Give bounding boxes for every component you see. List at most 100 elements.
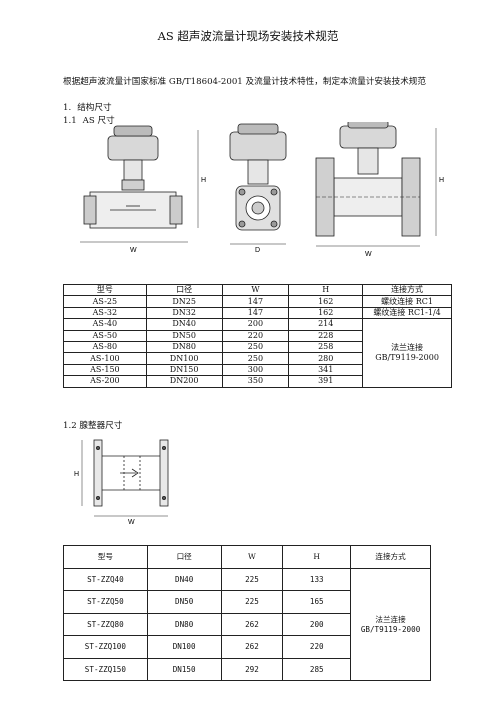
- cell-model: AS-200: [63, 375, 147, 388]
- dim-label-h-left: H: [201, 177, 206, 184]
- dim-label-w-right: W: [365, 251, 372, 258]
- dim-label-d: D: [255, 247, 260, 254]
- cell-w: 262: [220, 635, 284, 659]
- cell-connection-flange: 法兰连接 GB/T9119-2000: [350, 567, 431, 681]
- cell-caliber: DN80: [145, 340, 223, 354]
- flange-line-1: 法兰连接: [391, 342, 424, 352]
- cell-caliber: DN40: [145, 318, 223, 331]
- as-dimensions-table: 型号 口径 W H 连接方式 AS-25 DN25 147 162 螺纹连接 R…: [63, 283, 452, 388]
- as-flowmeter-drawing: W H D W H: [80, 122, 444, 258]
- document-title: AS 超声波流量计现场安装技术规范: [157, 29, 339, 43]
- cell-connection: 螺纹连接 RC1: [362, 295, 452, 308]
- table-row: ST-ZZQ50 DN50 225 165: [63, 590, 431, 614]
- cell-model: AS-32: [63, 306, 147, 320]
- section-1-1-number: 1.1: [63, 116, 77, 126]
- cell-model: AS-25: [63, 295, 147, 308]
- cell-w: 292: [220, 657, 284, 681]
- cell-caliber: DN32: [145, 306, 223, 320]
- table-row: ST-ZZQ150 DN150 292 285: [63, 657, 431, 681]
- cell-h: 280: [288, 352, 364, 365]
- cell-caliber: DN200: [145, 375, 223, 388]
- cell-h: 200: [282, 612, 352, 636]
- cell-h: 162: [288, 295, 364, 308]
- cell-w: 250: [221, 352, 290, 365]
- flange-line-2: GB/T9119-2000: [360, 625, 421, 635]
- cell-model: AS-40: [63, 318, 147, 331]
- table-row: AS-32 DN32 147 162 螺纹连接 RC1-1/4: [63, 306, 452, 320]
- cell-model: ST-ZZQ50: [63, 590, 148, 614]
- cell-caliber: DN100: [145, 352, 223, 365]
- cell-h: 391: [288, 375, 364, 388]
- cell-connection: 螺纹连接 RC1-1/4: [362, 306, 452, 320]
- cell-w: 250: [221, 340, 290, 354]
- cell-model: AS-50: [63, 329, 147, 342]
- cell-h: 258: [288, 340, 364, 354]
- cell-w: 262: [220, 612, 284, 636]
- as-flanged-view: [315, 122, 437, 247]
- table-row: AS-25 DN25 147 162 螺纹连接 RC1: [63, 295, 452, 308]
- cell-w: 147: [221, 295, 290, 308]
- cell-w: 200: [221, 318, 290, 331]
- col-header-h: H: [282, 545, 352, 569]
- col-header-caliber: 口径: [146, 545, 222, 569]
- cell-model: ST-ZZQ100: [63, 635, 148, 659]
- col-header-model: 型号: [63, 545, 148, 569]
- cell-caliber: DN50: [145, 329, 223, 342]
- cell-model: ST-ZZQ40: [63, 567, 148, 591]
- cell-caliber: DN80: [146, 612, 222, 636]
- col-header-model: 型号: [63, 283, 147, 297]
- cell-h: 220: [282, 635, 352, 659]
- cell-w: 350: [221, 375, 290, 388]
- cell-caliber: DN150: [146, 657, 222, 681]
- cell-h: 228: [288, 329, 364, 342]
- cell-model: AS-150: [63, 363, 147, 377]
- as-front-view: [80, 125, 199, 243]
- table-header-row: 型号 口径 W H 连接方式: [63, 283, 452, 297]
- col-header-w: W: [221, 283, 290, 297]
- col-header-connection: 连接方式: [362, 283, 452, 297]
- flange-line-1: 法兰连接: [375, 615, 406, 625]
- cell-h: 162: [288, 306, 364, 320]
- cell-model: AS-100: [63, 352, 147, 365]
- cell-model: ST-ZZQ80: [63, 612, 148, 636]
- dim-label-w-left: W: [130, 247, 137, 254]
- col-header-caliber: 口径: [145, 283, 223, 297]
- table-header-row: 型号 口径 W H 连接方式: [63, 545, 431, 569]
- conditioner-dimensions-table: 型号 口径 W H 连接方式 ST-ZZQ40 DN40 225 133 法兰连…: [63, 545, 431, 681]
- cell-h: 341: [288, 363, 364, 377]
- as-side-view: [229, 123, 287, 245]
- dim-label-w: W: [128, 519, 135, 526]
- cell-h: 214: [288, 318, 364, 331]
- cell-h: 285: [282, 657, 352, 681]
- col-header-h: H: [288, 283, 364, 297]
- dim-label-h-right: H: [439, 177, 444, 184]
- intro-paragraph: 根据超声波流量计国家标准 GB/T18604-2001 及流量计技术特性，制定本…: [63, 77, 426, 87]
- col-header-connection: 连接方式: [350, 545, 431, 569]
- cell-h: 133: [282, 567, 352, 591]
- cell-caliber: DN25: [145, 295, 223, 308]
- cell-caliber: DN150: [145, 363, 223, 377]
- cell-model: ST-ZZQ150: [63, 657, 148, 681]
- cell-w: 225: [220, 567, 284, 591]
- dim-label-h: H: [74, 471, 79, 478]
- table-row: AS-40 DN40 200 214 法兰连接 GB/T9119-2000: [63, 318, 452, 388]
- cell-w: 300: [221, 363, 290, 377]
- cell-connection-flange: 法兰连接 GB/T9119-2000: [362, 318, 452, 388]
- section-1-heading: 1.结构尺寸: [63, 101, 118, 113]
- table-row: AS-200 DN200 350 391: [63, 375, 452, 388]
- section-1-number: 1.: [63, 103, 72, 113]
- cell-w: 220: [221, 329, 290, 342]
- section-1-1-title: AS 尺寸: [82, 116, 115, 126]
- cell-w: 147: [221, 306, 290, 320]
- col-header-w: W: [220, 545, 284, 569]
- cell-caliber: DN50: [146, 590, 222, 614]
- cell-caliber: DN100: [146, 635, 222, 659]
- cell-model: AS-80: [63, 340, 147, 354]
- section-1-2-heading: 1.2 腺整器尺寸: [63, 421, 123, 431]
- cell-w: 225: [220, 590, 284, 614]
- table-row: ST-ZZQ100 DN100 262 220: [63, 635, 431, 659]
- cell-h: 165: [282, 590, 352, 614]
- table-row: ST-ZZQ40 DN40 225 133 法兰连接 GB/T9119-2000: [63, 567, 431, 681]
- section-1-1-heading: 1.1 AS 尺寸: [63, 114, 121, 126]
- conditioner-drawing: H W: [74, 439, 169, 526]
